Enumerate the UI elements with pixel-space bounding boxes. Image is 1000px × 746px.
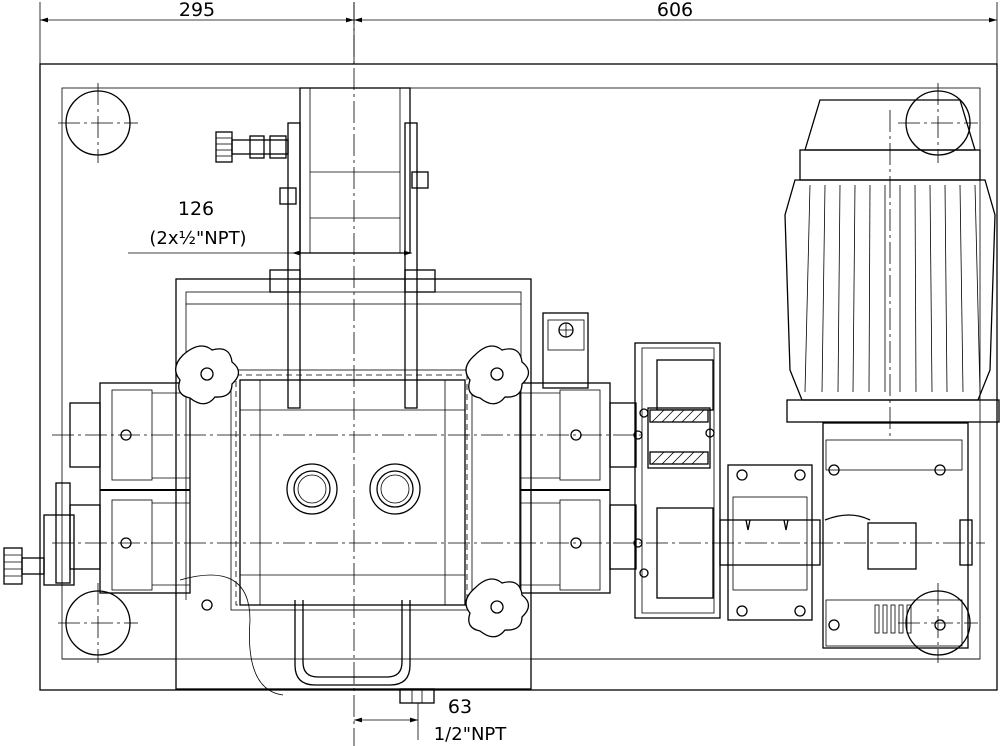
side-bracket: [542, 312, 589, 389]
outlet-dimension-value: 63: [448, 696, 472, 718]
drain-handle: [201, 599, 411, 686]
inlet-ports: [286, 463, 421, 515]
gear-hatching: [651, 409, 705, 465]
sensor-hose: [179, 574, 284, 696]
vertical-centerlines: [353, 2, 891, 746]
top-bracket: [269, 87, 436, 409]
dimension-left-width: 295: [179, 0, 215, 21]
adjusting-screw-top: [215, 131, 289, 163]
outlet-dimension-spec: 1/2"NPT: [434, 724, 508, 745]
adjusting-screw-left: [3, 482, 75, 586]
left-pump-head: [69, 382, 191, 594]
star-knobs: [175, 345, 530, 638]
inlet-dimension-value: 126: [178, 198, 214, 220]
motor-gearbox: [822, 422, 973, 649]
inlet-dimension-spec: (2x½"NPT): [149, 228, 246, 249]
gearbox-fins: [874, 604, 912, 634]
pump-mounting-frame: [175, 278, 532, 690]
right-pump-head: [519, 382, 643, 594]
pump-body: [239, 379, 466, 606]
base-frame: [39, 63, 998, 691]
dimension-right-width: 606: [657, 0, 693, 21]
horizontal-centerlines: [52, 434, 985, 544]
gear-bolts: [639, 408, 715, 578]
electric-motor: [784, 99, 1000, 423]
shaft-coupling: [719, 464, 821, 621]
outlet-fitting: [399, 688, 435, 740]
motor-cooling-fins: [804, 184, 981, 393]
gear-housing: [634, 342, 721, 619]
